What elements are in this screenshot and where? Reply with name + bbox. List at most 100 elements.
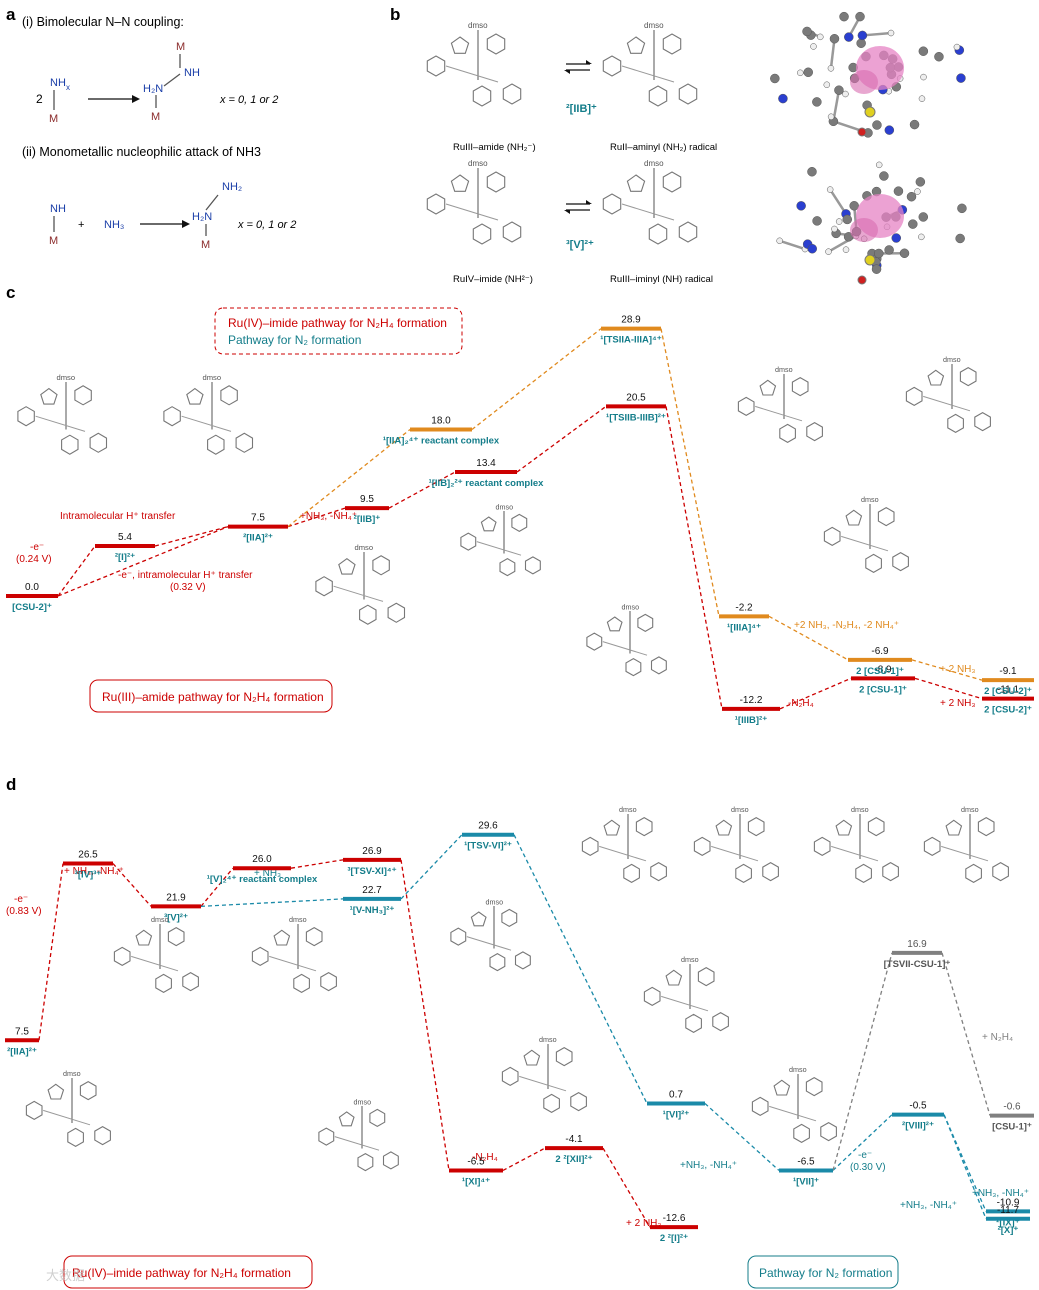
- energy-value-0: 0.0: [25, 582, 39, 593]
- svg-text:dmso: dmso: [57, 373, 76, 382]
- energy-value-12: -0.5: [909, 1101, 927, 1112]
- connector-9: [287, 428, 411, 528]
- energy-value-4: 26.9: [362, 846, 382, 857]
- energy-label-2: ³[V]²⁺: [164, 912, 188, 923]
- energy-value-2: 7.5: [251, 513, 265, 524]
- svg-text:dmso: dmso: [468, 159, 488, 168]
- legend-box-d-red: [63, 1255, 313, 1289]
- complex-3V: dmso: [113, 915, 199, 994]
- connector-4: [388, 471, 456, 509]
- energy-value-5: 20.5: [626, 392, 646, 403]
- complex-2IX: dmso: [813, 805, 899, 884]
- connector-14: [832, 952, 893, 1171]
- energy-value-5: -6.5: [467, 1156, 485, 1167]
- product-m-bottom: M: [151, 111, 160, 123]
- d-ox2-volt: (0.30 V): [850, 1162, 886, 1173]
- equilibrium-arrow-bottom: [564, 200, 592, 214]
- ii-reactant-nh: NH: [50, 203, 66, 215]
- connector-7: [779, 677, 852, 710]
- energy-label-13: ²[IX]⁺: [996, 1217, 1019, 1228]
- energy-label-1: ³[IV]³⁺: [75, 870, 102, 881]
- svg-text:dmso: dmso: [789, 1065, 807, 1074]
- d-nh3-nh4-c: +NH₃, -NH₄⁺: [900, 1200, 957, 1211]
- complex-ru3-iminyl: dmso: [602, 159, 698, 245]
- svg-text:dmso: dmso: [468, 21, 488, 30]
- energy-value-12: -6.9: [871, 646, 889, 657]
- svg-text:dmso: dmso: [622, 602, 640, 611]
- equilibrium-arrow-top: [564, 60, 592, 74]
- energy-value-1: 5.4: [118, 532, 132, 543]
- svg-text:dmso: dmso: [289, 915, 307, 924]
- connector-10: [471, 328, 602, 431]
- arrowhead-ii: [182, 220, 190, 228]
- svg-text:dmso: dmso: [619, 805, 637, 814]
- panel-a-title-i: (i) Bimolecular N–N coupling:: [22, 15, 184, 29]
- complex-ru2-aminyl: dmso: [602, 21, 698, 107]
- ball-stick-7: [776, 161, 967, 285]
- c-ox-volt: (0.24 V): [16, 554, 52, 565]
- legend-c-bottom: Ru(III)–amide pathway for N₂H₄ formation: [102, 690, 324, 704]
- energy-label-13: 2 [CSU-2]⁺: [984, 686, 1032, 697]
- product-nh: NH: [184, 67, 200, 79]
- connector-5: [502, 1147, 546, 1172]
- label-2IIB: ²[IIB]⁺: [566, 103, 597, 115]
- d-nh3-step: + NH₃, -NH₄⁺: [64, 866, 124, 877]
- energy-label-9: ¹[IIA]₂⁴⁺ reactant complex: [383, 436, 500, 447]
- svg-text:dmso: dmso: [861, 495, 879, 504]
- connector-12: [768, 615, 849, 661]
- connector-11: [660, 328, 720, 617]
- energy-value-10: 0.7: [669, 1089, 683, 1100]
- ii-prod-m: M: [201, 239, 210, 251]
- coef-2: 2: [36, 92, 43, 106]
- svg-text:dmso: dmso: [775, 365, 793, 374]
- connector-4: [400, 859, 450, 1171]
- energy-label-5: ¹[XI]⁴⁺: [462, 1176, 490, 1187]
- complex-3IV: dmso: [25, 1069, 111, 1148]
- reactant-nh: NH: [50, 77, 66, 89]
- complex-ru4-imide: dmso: [426, 159, 522, 245]
- energy-value-1: 26.5: [78, 850, 98, 861]
- legend-box-d-teal: [747, 1255, 899, 1289]
- connector-3: [287, 507, 346, 528]
- reactant-x: x: [66, 83, 70, 92]
- svg-text:dmso: dmso: [355, 543, 374, 552]
- energy-value-9: 18.0: [431, 416, 451, 427]
- svg-text:dmso: dmso: [681, 955, 699, 964]
- d-n2h4: -N₂H₄: [472, 1152, 498, 1163]
- energy-label-6: 2 ²[XII]²⁺: [555, 1154, 592, 1165]
- connector-7: [200, 898, 344, 907]
- svg-text:dmso: dmso: [539, 1035, 557, 1044]
- svg-text:dmso: dmso: [496, 502, 514, 511]
- connector-5: [516, 405, 607, 473]
- energy-value-11: -2.2: [735, 602, 753, 613]
- c-ox2-label: -e⁻, intramolecular H⁺ transfer: [118, 570, 253, 581]
- energy-label-7: 2 [CSU-1]⁺: [859, 684, 907, 695]
- energy-label-6: ¹[IIIB]²⁺: [735, 715, 767, 726]
- c-ox-label: -e⁻: [30, 542, 44, 553]
- energy-label-8: 2 [CSU-2]⁺: [984, 705, 1032, 716]
- complex-2I: dmso: [17, 373, 108, 455]
- complex-2XII: dmso: [501, 1035, 587, 1114]
- energy-label-9: ¹[TSV-VI]²⁺: [464, 841, 512, 852]
- d-ox2-label: -e⁻: [858, 1150, 872, 1161]
- energy-value-7: -8.9: [874, 664, 892, 675]
- connector-6: [602, 1147, 651, 1228]
- panel-b-molecules: dmso dmso dmso dmso: [426, 21, 698, 245]
- energy-label-15: [TSVII-CSU-1]⁺: [884, 959, 951, 970]
- energy-label-1: ²[I]²⁺: [115, 552, 135, 563]
- connector-10: [704, 1103, 780, 1171]
- complex-1IIB2: dmso: [460, 502, 541, 577]
- panel-c: c Ru(IV)–imide pathway for N₂H₄ formatio…: [6, 283, 1034, 726]
- complex-1V-NH3: dmso: [251, 915, 337, 994]
- connector-13: [911, 659, 983, 681]
- ii-prod-hn: H₂N: [192, 211, 212, 223]
- ii-prod-bond-nn: [205, 194, 219, 211]
- legend-box-c-bottom: [89, 679, 333, 713]
- energy-label-14: ²[X]⁺: [998, 1225, 1019, 1236]
- energy-value-8: -11.1: [997, 685, 1019, 696]
- energy-value-13: -10.9: [997, 1197, 1020, 1208]
- connector-2: [154, 525, 229, 547]
- ball-and-stick-models: [770, 11, 967, 285]
